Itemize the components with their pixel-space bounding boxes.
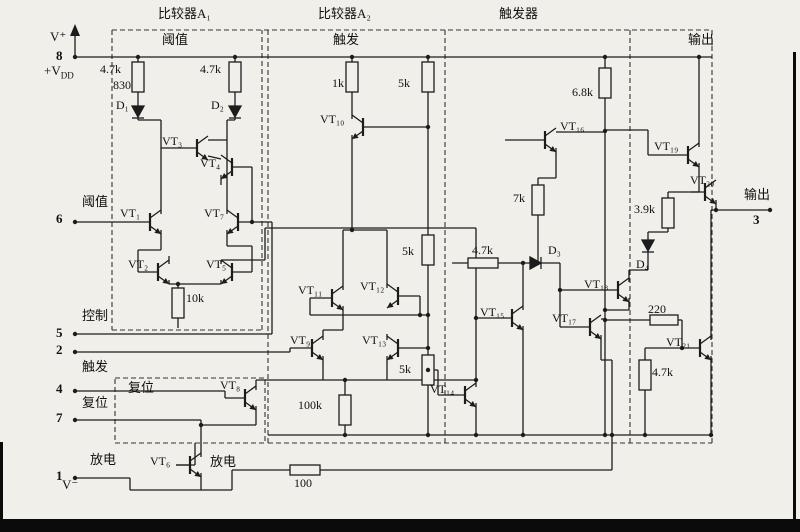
resistor-label: 1k [332,76,344,90]
resistor-label: 100 [294,476,312,490]
inner-label-reset: 复位 [128,380,155,395]
resistor-label: 4.7k [652,365,673,379]
pin-label-trigger: 触发 [82,359,109,374]
section-boxes [111,29,713,444]
transistor-label-vt2: VT₂ [128,257,149,271]
diode-label: D₄ [636,257,649,271]
pin-label-control: 控制 [82,308,109,323]
resistor-label: 4.7k [472,243,493,257]
resistor-label: 5k [398,76,410,90]
transistor-label-vt8: VT₈ [220,378,241,392]
resistor-label: 4.7k [200,62,221,76]
section-title-comparator-a1: 比较器A₁ [155,6,214,22]
resistor-label: 100k [298,398,322,412]
transistor-label-vt11: VT₁₁ [298,283,323,297]
pin-label-reset: 复位 [82,395,109,410]
resistor-label: 5k [399,362,411,376]
resistor-label: 7k [513,191,525,205]
transistor-label-vt20: VT₂₀ [690,173,715,187]
junction-dots [72,54,773,481]
transistor-label-vt12: VT₁₂ [360,279,385,293]
scan-artifact-bottom-edge [0,519,800,532]
pin-number-4: 4 [56,381,63,396]
pin-number-7: 7 [56,410,63,425]
transistor-label-vt5: VT₅ [206,257,227,271]
transistor-label-vt14: VT₁₄ [430,382,455,396]
resistor-label: 10k [186,291,204,305]
transistor-label-vt1: VT₁ [120,206,141,220]
pin-label-output: 输出 [744,187,771,202]
pin-label-discharge: 放电 [90,452,117,467]
resistor-label: 5k [402,244,414,258]
transistor-label-vt19: VT₁₉ [654,139,679,153]
pin-number-5: 5 [56,325,63,340]
resistor-label: 220 [648,302,666,316]
transistor-label-vt16: VT₁₆ [560,119,585,133]
transistor-label-vt18: VT₁₈ [584,277,609,291]
diode-label: D₁ [116,98,129,112]
transistors [134,113,718,479]
pin-number-8: 8 [56,48,63,63]
section-title-flipflop: 触发器 [496,6,542,22]
transistor-label-vt21: VT₂₁ [666,335,691,349]
resistor-label: 6.8k [572,85,593,99]
pin-label-threshold: 阈值 [82,194,109,209]
sublabel-threshold: 阈值 [162,32,189,47]
wires [74,32,770,491]
resistor-label: 830 [113,78,131,92]
transistor-label-vt3: VT₃ [162,134,183,148]
resistor-label: 3.9k [634,202,655,216]
pin-number-2: 2 [56,342,63,357]
sublabel-trigger: 触发 [333,32,360,47]
pin-label-vminus: V⁻ [62,477,79,492]
section-title-comparator-a2: 比较器A₂ [315,6,374,22]
transistor-label-vt9: VT₉ [290,333,311,347]
inner-label-discharge: 放电 [210,454,237,469]
transistor-label-vt4: VT₄ [200,156,221,170]
transistor-label-vt13: VT₁₃ [362,333,387,347]
pin-number-3: 3 [753,212,760,227]
transistor-label-vt17: VT₁₇ [552,311,577,325]
pin-label-vdd: +VDD [44,63,74,81]
transistor-label-vt10: VT₁₀ [320,112,345,126]
diode-label: D₂ [211,98,224,112]
resistor-label: 4.7k [100,62,121,76]
pin-number-1: 1 [56,468,63,483]
sublabel-output: 输出 [688,32,715,47]
diode-label: D₃ [548,243,561,257]
scan-artifact-left-edge [0,442,3,532]
transistor-label-vt7: VT₇ [204,206,225,220]
transistor-label-vt6: VT₆ [150,454,171,468]
pin-number-6: 6 [56,211,63,226]
scan-artifact-right-edge [793,52,796,522]
pin-label-vplus: V⁺ [50,29,67,44]
vplus-arrow-icon [70,24,80,36]
transistor-label-vt15: VT₁₅ [480,305,505,319]
diodes [130,105,656,271]
